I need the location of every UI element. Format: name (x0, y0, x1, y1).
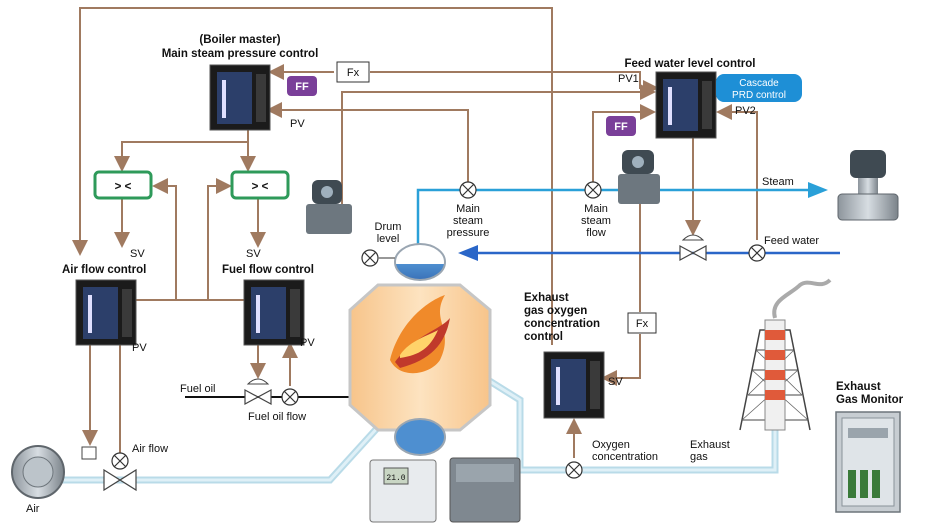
oxygen-sensor (565, 461, 583, 479)
chimney (739, 278, 832, 431)
steam-flowmeter (837, 150, 899, 221)
main-steam-pressure-sensor (459, 181, 477, 199)
feed-water-valve (679, 234, 707, 262)
svg-text:21.0: 21.0 (386, 474, 405, 483)
svg-text:flow: flow (586, 227, 606, 239)
pressure-transmitter-left (306, 180, 352, 234)
drum-level-label-1: Drum (375, 221, 402, 233)
svg-text:control: control (524, 331, 563, 343)
air-flow-label: Air flow (132, 443, 168, 455)
svg-text:Cascade: Cascade (739, 78, 779, 89)
selector-left: > < (93, 170, 153, 200)
feed-water-label: Feed water (764, 235, 819, 247)
air-flow-sensor (111, 452, 129, 470)
svg-text:Oxygen: Oxygen (592, 439, 630, 451)
pv1-label: PV1 (618, 73, 639, 85)
svg-text:Fx: Fx (347, 67, 360, 79)
fuel-oil-valve (244, 378, 272, 406)
pv-label-master: PV (290, 118, 305, 130)
svg-text:concentration: concentration (524, 318, 600, 330)
signal-lines (72, 7, 758, 458)
analyzer-right (449, 457, 521, 523)
svg-text:gas: gas (690, 451, 708, 463)
sv-label-air: SV (130, 248, 145, 260)
controller-fuel-flow (243, 279, 305, 346)
fx-box-o2: Fx (627, 312, 657, 334)
svg-text:FF: FF (295, 81, 309, 93)
svg-text:Main: Main (456, 203, 480, 215)
ff-badge-top: FF (287, 76, 317, 96)
controller-feed-water-level (655, 71, 717, 139)
pv-label-air: PV (132, 342, 147, 354)
exhaust-gas-monitor (835, 411, 901, 513)
pv-label-fuel: PV (300, 337, 315, 349)
fuel-oil-label: Fuel oil (180, 383, 215, 395)
ff-badge-right: FF (606, 116, 636, 136)
svg-text:Gas Monitor: Gas Monitor (836, 394, 904, 406)
svg-text:Main: Main (584, 203, 608, 215)
fuel-flow-control-label: Fuel flow control (222, 264, 314, 276)
sensors (81, 181, 766, 492)
svg-text:Exhaust: Exhaust (690, 439, 730, 451)
svg-text:PRD control: PRD control (732, 90, 786, 101)
selector-right: > < (230, 170, 290, 200)
fx-box-top: Fx (336, 61, 370, 83)
svg-text:steam: steam (453, 215, 483, 227)
svg-text:steam: steam (581, 215, 611, 227)
svg-text:Exhaust: Exhaust (524, 292, 569, 304)
pressure-transmitter-right (618, 150, 660, 204)
svg-text:Fx: Fx (636, 318, 649, 330)
svg-text:> <: > < (115, 181, 132, 193)
drum-level-sensor (361, 249, 395, 267)
svg-text:gas oxygen: gas oxygen (524, 305, 587, 317)
pv2-label: PV2 (735, 105, 756, 117)
air-blower (11, 445, 65, 499)
main-steam-flow-sensor (584, 181, 602, 199)
fuel-oil-flow-label: Fuel oil flow (248, 411, 306, 423)
text-labels: (Boiler master) Main steam pressure cont… (26, 34, 904, 515)
svg-text:concentration: concentration (592, 451, 658, 463)
analyzer-left: 21.0 (369, 459, 437, 523)
controller-exhaust-o2 (543, 351, 605, 419)
air-flow-control-label: Air flow control (62, 264, 146, 276)
steam-label: Steam (762, 176, 794, 188)
sv-label-o2: SV (608, 376, 623, 388)
svg-text:Exhaust: Exhaust (836, 381, 881, 393)
boiler-master-label: (Boiler master) (199, 34, 280, 46)
cascade-badge: Cascade PRD control (716, 74, 802, 102)
fuel-oil-flow-sensor (281, 388, 299, 406)
controller-main-steam-pressure (209, 64, 271, 131)
air-damper (81, 446, 137, 492)
sv-label-fuel: SV (246, 248, 261, 260)
controller-air-flow (75, 279, 137, 346)
svg-text:> <: > < (252, 181, 269, 193)
feed-water-sensor (748, 244, 766, 262)
air-label: Air (26, 503, 40, 515)
svg-text:pressure: pressure (447, 227, 490, 239)
feed-water-level-control-label: Feed water level control (624, 58, 755, 70)
main-steam-pressure-control-label: Main steam pressure control (162, 48, 319, 60)
drum-level-label-2: level (377, 233, 400, 245)
boiler (348, 243, 492, 456)
svg-text:FF: FF (614, 121, 628, 133)
